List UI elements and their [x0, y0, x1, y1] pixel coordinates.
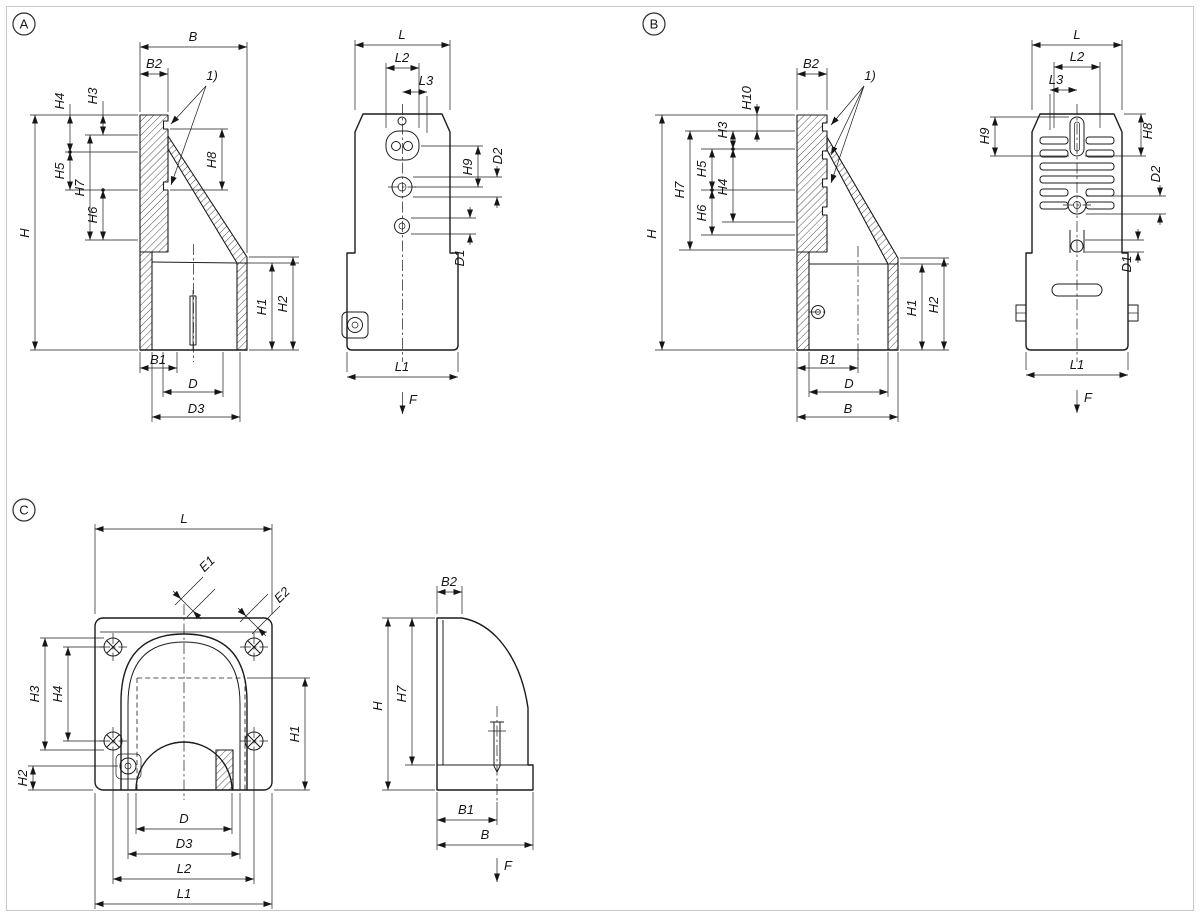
- dim-c-D3: D3: [176, 836, 193, 851]
- view-c-side-dimensions: B2 H H7 B1 B F: [370, 574, 534, 882]
- dim-c-H1: H1: [287, 726, 302, 743]
- dim-c-L: L: [180, 511, 187, 526]
- view-b-side-drawing: [796, 114, 899, 362]
- dim-c-H7: H7: [394, 685, 409, 702]
- dim-b-H7: H7: [672, 181, 687, 198]
- dim-a-H9: H9: [460, 159, 475, 176]
- dim-c-B1: B1: [458, 802, 474, 817]
- view-c-plan-drawing: [94, 604, 273, 800]
- view-b-badge-letter: B: [650, 17, 659, 32]
- dim-a-B: B: [189, 29, 198, 44]
- dim-c-B2: B2: [441, 574, 458, 589]
- view-a-badge: A: [12, 12, 36, 36]
- force-a-F: F: [409, 392, 418, 407]
- dim-a-H3: H3: [85, 87, 100, 104]
- view-b-badge: B: [642, 12, 666, 36]
- dim-b-B2: B2: [803, 56, 820, 71]
- force-c-F: F: [504, 858, 513, 873]
- dim-c-H4: H4: [50, 686, 65, 703]
- view-c-side-drawing: [436, 617, 534, 802]
- dim-b-D2: D2: [1148, 165, 1163, 182]
- note-b-1: 1): [864, 68, 876, 83]
- dim-b-L: L: [1073, 27, 1080, 42]
- dim-c-H3: H3: [27, 685, 42, 702]
- dim-a-L: L: [398, 27, 405, 42]
- dim-b-H5: H5: [694, 160, 709, 177]
- dim-c-H: H: [370, 701, 385, 711]
- dim-a-H1: H1: [254, 299, 269, 316]
- dim-a-H8: H8: [204, 151, 219, 168]
- dim-a-L3: L3: [419, 73, 434, 88]
- view-a-front-dimensions: L L2 L3 H9 D2 D1: [346, 27, 505, 414]
- force-b-F: F: [1084, 390, 1093, 405]
- view-a-side-dimensions: B B2 1) H H4 H3 H5 H7: [17, 29, 299, 422]
- view-b-front-drawing: [1015, 104, 1139, 362]
- dim-a-L2: L2: [395, 50, 410, 65]
- dim-c-B: B: [481, 827, 490, 842]
- dim-c-E1: E1: [196, 553, 218, 575]
- dim-b-H8: H8: [1140, 122, 1155, 139]
- dim-b-L2: L2: [1070, 49, 1085, 64]
- dim-b-D: D: [844, 376, 853, 391]
- view-a: A B B2 1): [12, 12, 505, 422]
- dim-b-H2: H2: [926, 296, 941, 313]
- note-a-1: 1): [206, 68, 218, 83]
- dim-a-H: H: [17, 228, 32, 238]
- dim-c-L1: L1: [177, 886, 191, 901]
- dim-a-H6: H6: [85, 206, 100, 223]
- dim-a-D3: D3: [188, 401, 205, 416]
- dim-b-L1: L1: [1070, 357, 1084, 372]
- dim-a-B1: B1: [150, 352, 166, 367]
- dim-b-B1: B1: [820, 352, 836, 367]
- dim-c-L2: L2: [177, 861, 192, 876]
- dim-b-H: H: [644, 229, 659, 239]
- view-c: C: [12, 498, 534, 909]
- view-a-badge-letter: A: [20, 17, 29, 32]
- dim-a-D2: D2: [490, 147, 505, 164]
- view-b-front-dimensions: L L2 L3 H9 H8 D2: [977, 27, 1166, 413]
- view-a-side-drawing: [139, 114, 248, 362]
- dim-b-H10: H10: [739, 85, 754, 110]
- view-a-front-drawing: [341, 104, 459, 362]
- dim-a-H5: H5: [52, 162, 67, 179]
- dim-c-H2: H2: [15, 769, 30, 786]
- view-b: B B2 1): [642, 12, 1166, 422]
- dim-a-D1: D1: [452, 250, 467, 267]
- dim-a-L1: L1: [395, 359, 409, 374]
- dim-a-D: D: [188, 376, 197, 391]
- dim-b-H9: H9: [977, 128, 992, 145]
- dim-c-D: D: [179, 811, 188, 826]
- dim-a-H2: H2: [275, 295, 290, 312]
- dim-b-L3: L3: [1049, 72, 1064, 87]
- view-c-plan-dimensions: L E1 E2 H3 H4 H2: [15, 511, 310, 909]
- dim-a-B2: B2: [146, 56, 163, 71]
- dim-a-H4: H4: [52, 93, 67, 110]
- dim-a-H7: H7: [72, 179, 87, 196]
- dim-b-H4: H4: [715, 179, 730, 196]
- dim-b-B: B: [844, 401, 853, 416]
- dim-c-E2: E2: [271, 583, 293, 605]
- view-c-badge: C: [12, 498, 36, 522]
- view-c-badge-letter: C: [19, 503, 28, 518]
- dim-b-H3: H3: [715, 121, 730, 138]
- dim-b-D1: D1: [1119, 256, 1134, 273]
- view-b-side-dimensions: B2 1) H H7 H5 H6 H3 H4: [644, 56, 949, 422]
- dim-b-H6: H6: [694, 204, 709, 221]
- dim-b-H1: H1: [904, 300, 919, 317]
